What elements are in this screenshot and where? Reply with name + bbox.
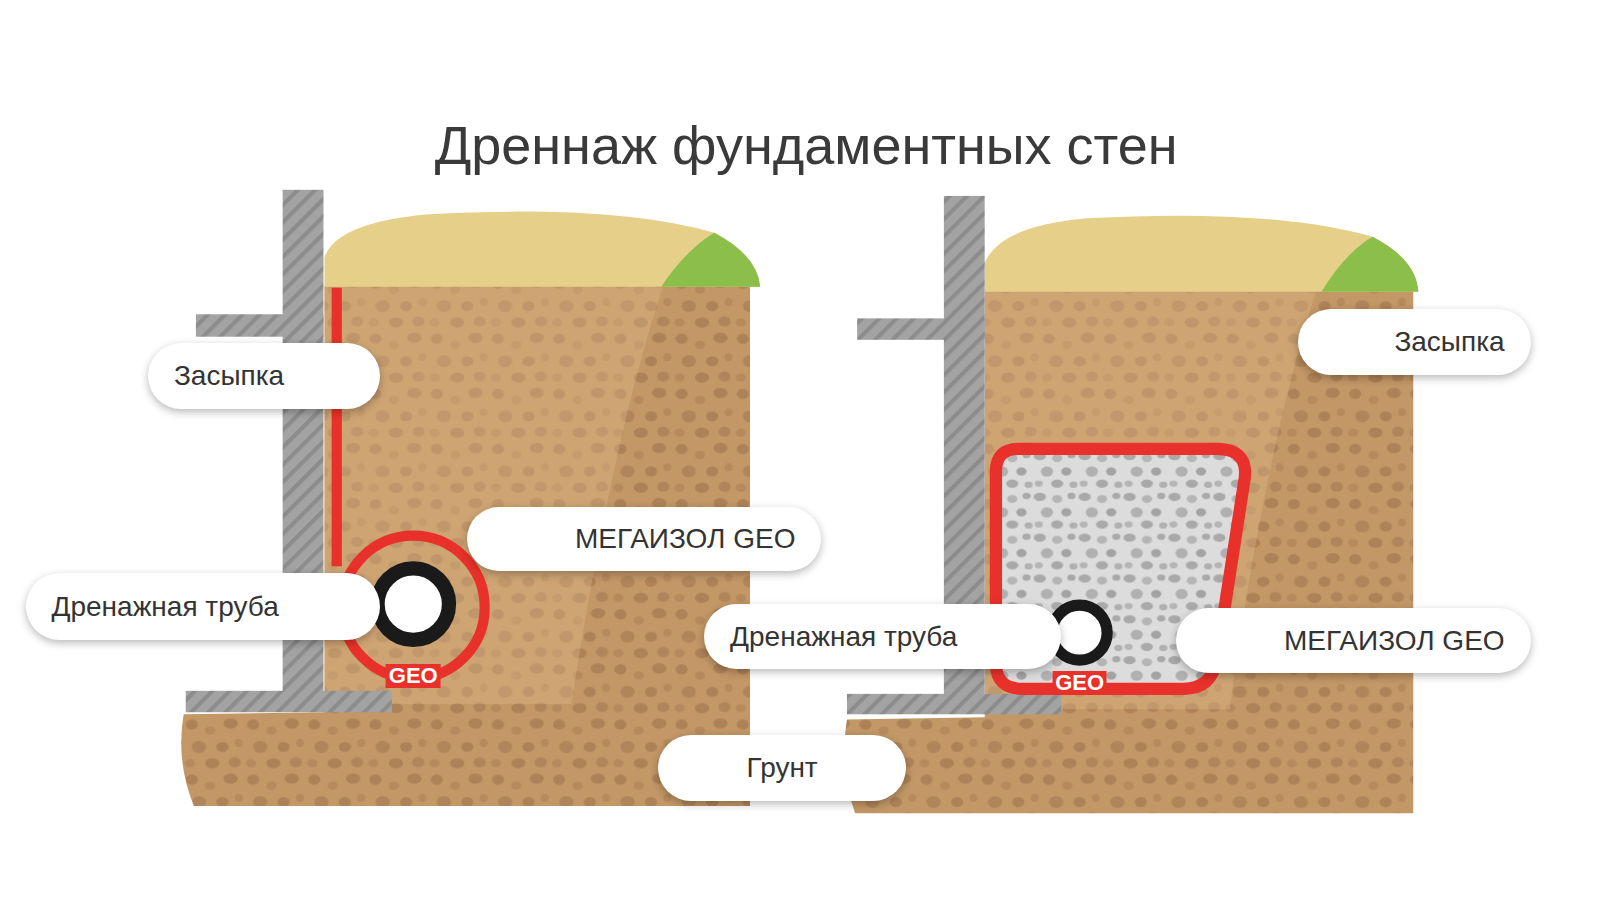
- left-section: [181, 190, 760, 806]
- pill-label: Дренажная труба: [52, 591, 354, 623]
- footing: [847, 694, 1061, 714]
- label-pill: Грунт: [658, 735, 906, 801]
- pill-label: Засыпка: [1324, 326, 1505, 358]
- label-pill: Засыпка: [148, 343, 380, 409]
- geotextile-mark: GEO: [386, 664, 441, 688]
- topsoil-mound: [985, 216, 1419, 292]
- label-pill: Дренажная труба: [704, 604, 1061, 669]
- geotextile-membrane: [332, 288, 342, 567]
- label-pill: Засыпка: [1298, 309, 1531, 375]
- drain-pipe: [378, 568, 449, 639]
- right-section: [844, 196, 1418, 813]
- grass: [1321, 237, 1418, 292]
- grass: [661, 233, 760, 287]
- footing: [186, 691, 392, 712]
- pill-label: МЕГАИЗОЛ GEO: [493, 523, 795, 555]
- label-pill: Дренажная труба: [26, 573, 380, 639]
- diagram-title: Дреннаж фундаментных стен: [435, 114, 1178, 176]
- geotextile-mark: GEO: [1052, 671, 1107, 695]
- label-pill: МЕГАИЗОЛ GEO: [1176, 608, 1531, 673]
- floor-slab: [196, 314, 324, 336]
- floor-slab: [857, 318, 985, 339]
- topsoil-mound: [324, 212, 760, 287]
- pill-label: Грунт: [684, 752, 880, 784]
- pill-label: МЕГАИЗОЛ GEO: [1202, 625, 1505, 657]
- pill-label: Дренажная труба: [730, 621, 1035, 653]
- label-pill: МЕГАИЗОЛ GEO: [467, 507, 821, 571]
- pill-label: Засыпка: [174, 360, 354, 392]
- backfill-zone: [324, 286, 663, 704]
